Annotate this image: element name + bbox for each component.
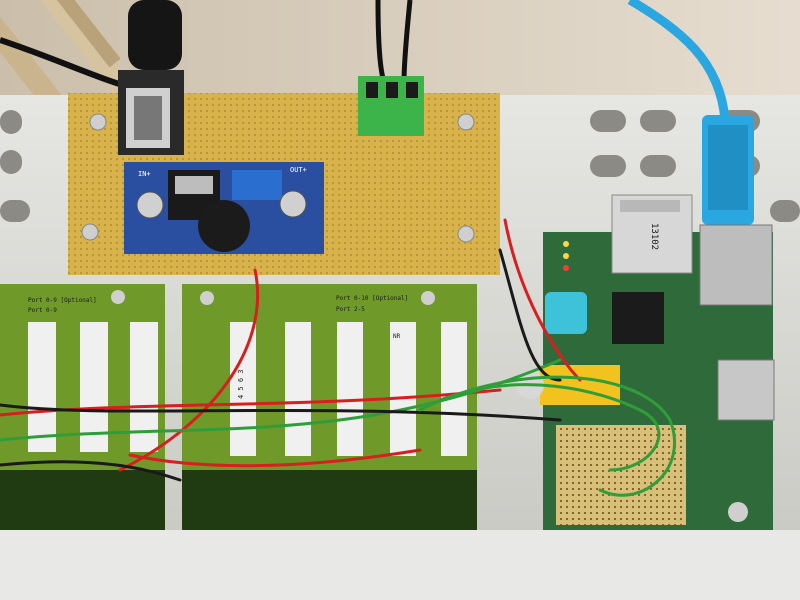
bracket-bottom-lip: [0, 530, 800, 600]
relay-board-left: Port 0-9 [Optional] Port 0-9: [0, 284, 165, 530]
relay-port-left-sub: Port 0-9: [28, 307, 57, 314]
wires: [0, 218, 677, 497]
relay-board-right: Port 0-10 [Optional] Port 2-5 4 5 6 3 NR: [182, 284, 477, 530]
terminal-block: [358, 0, 424, 136]
relay-number-label: 4 5 6 3: [237, 369, 245, 399]
relay-port-left-label: Port 0-9 [Optional]: [28, 297, 97, 304]
wooden-sticks: [0, 0, 142, 123]
converter-in-label: IN+: [138, 170, 151, 178]
relay-nr-label: NR: [393, 333, 401, 340]
ethernet-cable: [627, 0, 754, 225]
relay-port-right-sub: Port 2-5: [336, 306, 365, 313]
relay-port-right-label: Port 0-10 [Optional]: [336, 295, 408, 302]
converter-out-label: OUT+: [290, 166, 307, 174]
dc-dc-converter: IN+ OUT+: [124, 162, 324, 254]
dc-jack: [118, 0, 184, 155]
usb-code-label: 13102: [649, 223, 659, 250]
